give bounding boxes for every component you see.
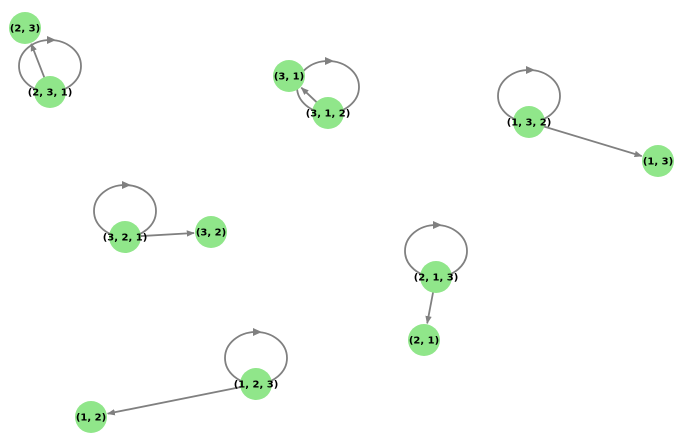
node-label: (1, 3) (643, 157, 673, 168)
edges-layer (18, 36, 643, 416)
graph-node (240, 368, 272, 400)
node-label: (2, 3, 1) (28, 88, 73, 99)
labels-layer: (2, 3) (2, 3, 1) (3, 1) (3, 1, 2) (1, 3, 2) (… (10, 24, 673, 424)
graph-node (9, 12, 41, 44)
graph-node (642, 145, 674, 177)
node-label: (1, 3, 2) (507, 118, 552, 129)
graph-node (420, 261, 452, 293)
graph-node (109, 221, 141, 253)
node-label: (2, 3) (10, 24, 40, 35)
directed-edge (531, 122, 643, 158)
arrowhead-icon (47, 36, 56, 44)
directed-edge (106, 383, 254, 416)
node-label: (3, 2) (196, 228, 226, 239)
graph-node (513, 106, 545, 138)
arrowhead-icon (253, 328, 262, 336)
node-label: (3, 2, 1) (103, 233, 148, 244)
graph-node (408, 324, 440, 356)
arrowhead-icon (325, 57, 334, 65)
node-label: (2, 1, 3) (414, 273, 459, 284)
arrowhead-icon (433, 221, 442, 229)
graph-node (34, 76, 66, 108)
node-label: (3, 1) (274, 72, 304, 83)
node-label: (1, 2, 3) (234, 380, 279, 391)
graph-node (195, 216, 227, 248)
arrowhead-icon (122, 181, 131, 189)
graph-node (75, 401, 107, 433)
arrowhead-icon (526, 66, 535, 74)
node-label: (2, 1) (409, 336, 439, 347)
graph-node (312, 97, 344, 129)
node-label: (1, 2) (76, 413, 106, 424)
node-label: (3, 1, 2) (306, 109, 351, 120)
nodes-layer (9, 12, 674, 433)
graph-node (273, 60, 305, 92)
